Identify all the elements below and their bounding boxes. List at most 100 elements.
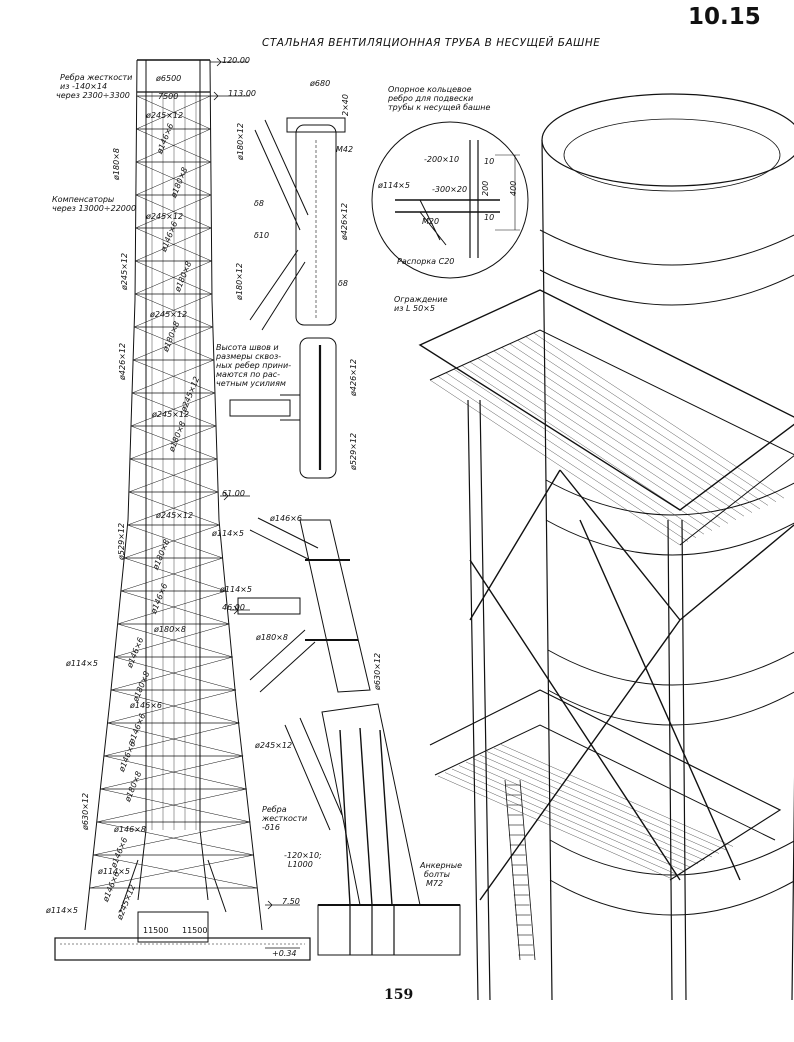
tower-diagonal-brace [134, 260, 212, 295]
member-label: ø245×12 [146, 212, 184, 221]
tower-bracing [89, 92, 258, 889]
node-base-ribs-1: Ребра [262, 805, 287, 814]
elevation-lower-mid: 46.00 [222, 603, 245, 612]
tower-diagonal-brace [100, 755, 244, 790]
tower-diagonal-brace [128, 458, 218, 493]
ring-note-3: трубы к несущей башне [388, 103, 491, 112]
leg-label: ø114×5 [66, 659, 98, 668]
grating-bar [493, 747, 727, 851]
member-label: ø146×8 [114, 825, 146, 834]
tower-diagonal-brace [100, 788, 251, 823]
base-dim-right: 11500 [182, 926, 208, 935]
ring-brace: ø114×5 [378, 181, 410, 190]
tower-diagonal-brace [120, 557, 223, 592]
tower-diagonal-brace [132, 326, 213, 361]
stiffeners-note-1: Ребра жесткости [60, 73, 133, 82]
node-mid-detail [229, 337, 337, 479]
node-lower-leg: ø630×12 [373, 652, 382, 690]
tower-diagonal-brace [136, 128, 211, 163]
grating-bar [479, 754, 713, 858]
node-mid-note-3: ных ребер прини- [216, 361, 292, 370]
node-top-brace: ø180×12 [236, 122, 245, 160]
ring-dim-1: 10 [484, 157, 495, 166]
compensators-note-1: Компенсаторы [52, 195, 115, 204]
leg-label: ø426×12 [118, 342, 127, 380]
member-label: ø245×12 [146, 111, 184, 120]
page-number: 159 [384, 987, 414, 1003]
compensators-note-2: через 13000÷22000 [52, 204, 137, 213]
node-top-leg: ø426×12 [340, 202, 349, 240]
ring-spacer: Распорка C20 [397, 257, 455, 266]
grating-bar [477, 358, 729, 524]
tower-diagonal-brace [110, 689, 240, 724]
member-label: ø180×8 [154, 625, 186, 634]
grating-bar [486, 751, 720, 854]
member-label: ø114×5 [212, 529, 244, 538]
member-label: ø114×5 [98, 867, 130, 876]
node-top-dia: ø680 [310, 79, 331, 88]
node-mid-note-5: четным усилиям [216, 379, 286, 388]
ring-dim-3: 400 [509, 180, 518, 196]
node-base-anchors-3: M72 [426, 879, 444, 888]
tower-diagonal-brace [107, 689, 237, 724]
node-top-thk3: δ8 [338, 279, 348, 288]
grating-bar [451, 768, 685, 872]
tower-diagonal-brace [103, 722, 240, 757]
tower-diagonal-brace [129, 425, 217, 460]
elevation-ground: +0.34 [272, 949, 297, 958]
perspective-view [418, 93, 794, 1001]
grating-bar [458, 765, 692, 868]
elevation-top: 120.00 [222, 56, 250, 65]
member-label: ø245×12 [152, 410, 190, 419]
grating-bar [517, 340, 769, 506]
tower-diagonal-brace [103, 755, 247, 790]
node-base-ribs-3: -δ16 [262, 823, 280, 832]
elevation-base: 7.50 [282, 897, 300, 906]
tower-diagonal-brace [117, 590, 227, 625]
grating-bar [437, 775, 671, 879]
grating-bar [485, 354, 737, 520]
tower-diagonal-brace [107, 722, 244, 757]
ring-bolt: M20 [422, 217, 440, 226]
ring-note-2: ребро для подвески [388, 94, 474, 103]
member-label: ø245×12 [150, 310, 188, 319]
tower-diagonal-brace [89, 854, 254, 889]
guardrail-note-2: из L 50×5 [394, 304, 435, 313]
grating-bar [444, 772, 678, 875]
tower-diagonal-brace [127, 491, 219, 526]
top-width: 7500 [158, 92, 179, 101]
node-base-anchors-2: болты [424, 870, 450, 879]
leg-label: ø180×8 [112, 148, 121, 180]
tower-diagonal-brace [120, 590, 230, 625]
base-dim-left: 11500 [143, 926, 169, 935]
node-lower-b1: ø146×6 [270, 514, 302, 523]
node-lower-b2: ø114×5 [220, 585, 252, 594]
grating-bar [437, 376, 689, 542]
node-lower-b3: ø180×8 [256, 633, 288, 642]
node-top-thk2: δ10 [254, 231, 270, 240]
node-mid-leg-b: ø529×12 [349, 432, 358, 470]
node-base-detail [284, 703, 461, 956]
node-top-thk1: δ8 [254, 199, 264, 208]
ring-strip-2: -300×20 [432, 185, 468, 194]
grating-bar [472, 758, 706, 861]
tower-diagonal-brace [110, 656, 233, 691]
grating-bar [500, 744, 734, 847]
grating-bar [445, 372, 697, 538]
node-base-plate-1: -120×10; [284, 851, 322, 860]
grating-bar [509, 343, 761, 510]
tower-diagonal-brace [93, 854, 258, 889]
elevation-mid: 61.00 [222, 489, 245, 498]
node-base-anchors-1: Анкерные [420, 861, 463, 870]
node-mid-leg-a: ø426×12 [349, 358, 358, 396]
tower-diagonal-brace [96, 821, 254, 856]
grating-bar [493, 351, 745, 517]
grating-bar [453, 369, 705, 535]
tower-diagonal-brace [136, 95, 211, 130]
node-top-bolt: M42 [336, 145, 354, 154]
node-lower-detail [237, 517, 371, 693]
tower-diagonal-brace [114, 623, 230, 658]
pipe-diameter: ø6500 [156, 74, 182, 83]
node-mid-note-4: маются по рас- [216, 370, 281, 379]
